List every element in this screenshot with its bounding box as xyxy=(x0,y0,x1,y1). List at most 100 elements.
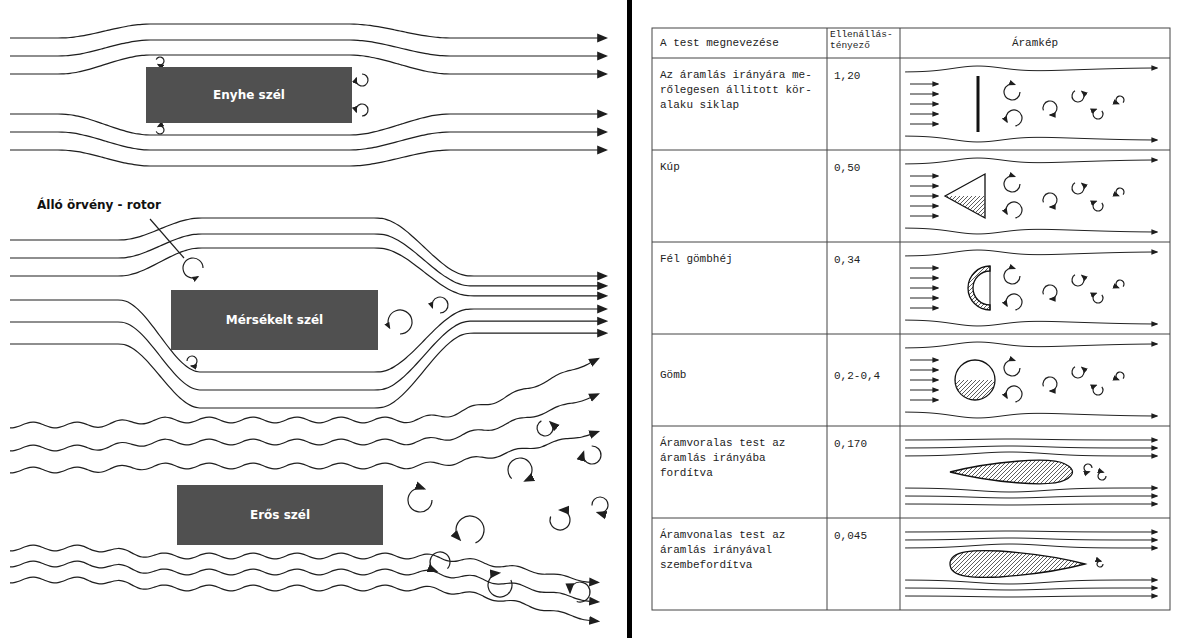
streamline xyxy=(905,136,1157,142)
streamline xyxy=(10,432,598,473)
leader-line xyxy=(150,219,184,258)
vortex-curl xyxy=(1004,360,1020,376)
vortex-curl xyxy=(1116,188,1124,196)
streamline xyxy=(905,446,1157,448)
incoming-arrow xyxy=(910,196,938,197)
half-shell-rim xyxy=(990,266,991,310)
vortex-curl xyxy=(1093,385,1103,395)
vortex-curl xyxy=(1043,285,1057,299)
streamline xyxy=(905,588,1157,590)
vortex-curl xyxy=(1093,109,1103,119)
body-name-cell: Az áramlás irányára me- rőlegesen állito… xyxy=(660,68,818,113)
streamline xyxy=(905,158,1157,164)
vortex-curl xyxy=(1006,110,1022,126)
vortex-curl xyxy=(1043,377,1057,391)
vortex-curl xyxy=(508,458,532,481)
flow-pictures xyxy=(905,66,1157,597)
vortex-curl xyxy=(583,446,601,464)
incoming-arrow xyxy=(910,84,938,85)
table-row-line xyxy=(652,334,1170,335)
incoming-arrow xyxy=(910,206,938,207)
streamline xyxy=(905,531,1157,533)
streamline xyxy=(10,132,606,150)
streamline xyxy=(10,234,606,286)
vortex-curl xyxy=(1098,472,1106,480)
incoming-arrow xyxy=(910,380,938,381)
vortex-curl xyxy=(183,258,203,278)
box-label: Erős szél xyxy=(250,508,310,522)
vortex-curl xyxy=(1084,464,1092,472)
vortex-curl xyxy=(537,421,553,436)
streamline xyxy=(905,342,1157,348)
divider-bar xyxy=(627,0,632,638)
vortex-curl xyxy=(1004,268,1020,284)
vortex-curl xyxy=(187,356,197,366)
vortex-curl xyxy=(1072,367,1084,378)
table-grid xyxy=(652,28,1170,610)
streamline xyxy=(10,561,598,602)
streamline xyxy=(905,496,1157,498)
vortex-curl xyxy=(550,510,570,530)
vortex-curl xyxy=(356,104,368,116)
streamline xyxy=(905,538,1157,540)
body-name-cell: Kúp xyxy=(660,160,818,175)
sphere-shape xyxy=(955,360,995,400)
vortex-curl xyxy=(1097,561,1103,567)
body-name-cell: Gömb xyxy=(660,368,818,383)
streamline xyxy=(905,596,1157,598)
drag-coefficient: 1,20 xyxy=(834,70,860,83)
drag-coefficient: 0,045 xyxy=(834,530,867,543)
streamline xyxy=(10,359,598,428)
streamline xyxy=(10,394,598,451)
vortex-curl xyxy=(1043,101,1057,115)
incoming-arrow xyxy=(910,400,938,401)
streamline xyxy=(905,66,1157,72)
sphere-hatch xyxy=(955,380,995,400)
streamline xyxy=(10,248,606,296)
streamline xyxy=(10,24,606,38)
incoming-arrow xyxy=(910,124,938,125)
body-name-cell: Áramvoralas test az áramlás irányába for… xyxy=(660,436,818,481)
vortex-curl xyxy=(1072,275,1084,286)
streamline xyxy=(905,452,1157,456)
box-label: Enyhe szél xyxy=(213,88,285,102)
incoming-arrow xyxy=(910,186,938,187)
table-header: Áramkép xyxy=(900,37,1170,50)
streamline xyxy=(905,544,1157,548)
incoming-arrow xyxy=(910,278,938,279)
table-row-line xyxy=(652,150,1170,151)
half-shell-shape xyxy=(968,266,990,310)
streamline xyxy=(905,439,1157,441)
vortex-curl xyxy=(592,497,608,513)
vortex-curl xyxy=(488,573,512,597)
streamline xyxy=(905,320,1157,326)
vortex-curl xyxy=(388,310,412,334)
streamline xyxy=(905,250,1157,256)
streamline xyxy=(905,580,1157,584)
streamline xyxy=(905,504,1157,506)
vortex-curl xyxy=(1116,280,1124,288)
cone-hatch xyxy=(945,196,985,218)
table-col-line xyxy=(900,28,901,610)
streamlined-body xyxy=(950,551,1085,578)
table-row-line xyxy=(652,518,1170,519)
streamline xyxy=(905,488,1157,492)
vortex-curl xyxy=(1004,176,1020,192)
vortex-curl xyxy=(156,57,164,65)
table-row-line xyxy=(652,426,1170,427)
vortex-curl xyxy=(1004,84,1020,100)
streamlined-body xyxy=(950,460,1073,483)
wind-obstacle-box: Erős szél xyxy=(177,485,383,545)
incoming-arrow xyxy=(910,390,938,391)
incoming-arrow xyxy=(910,308,938,309)
wind-obstacle-box: Enyhe szél xyxy=(146,67,352,123)
incoming-arrow xyxy=(910,176,938,177)
drag-coefficient: 0,50 xyxy=(834,162,860,175)
incoming-arrow xyxy=(910,114,938,115)
vortex-curl xyxy=(408,488,432,512)
incoming-arrow xyxy=(910,268,938,269)
incoming-arrow xyxy=(910,216,938,217)
incoming-arrow xyxy=(910,360,938,361)
incoming-arrow xyxy=(910,104,938,105)
vortex-curl xyxy=(430,552,450,571)
